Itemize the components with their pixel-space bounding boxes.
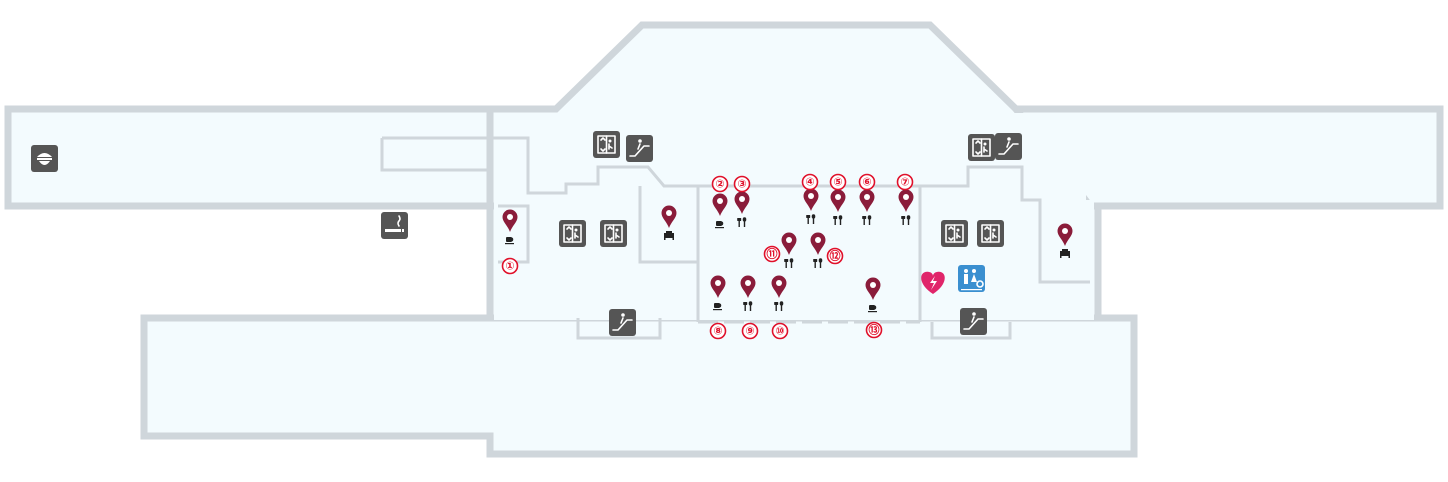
number-labels: ① ② ③ ④ ⑤ ⑥ ⑦ ⑧ ⑨ ⑩ ⑪ ⑫ ⑬: [501, 173, 914, 340]
pin-marker: [734, 191, 750, 214]
label-13: ⑬: [869, 323, 880, 337]
label-1: ①: [505, 260, 514, 273]
escalator-icon[interactable]: [960, 308, 987, 335]
shop-pin-2[interactable]: [712, 193, 728, 229]
wall-seam-covers: [12, 29, 1436, 450]
escalator-icon[interactable]: [995, 133, 1022, 160]
pin-marker: [865, 277, 881, 300]
restaurant-icon: [774, 301, 784, 311]
pin-hole: [808, 193, 814, 199]
restaurant-icon: [743, 301, 753, 311]
escalator-icon[interactable]: [626, 135, 653, 162]
restaurant-icon: [806, 214, 816, 224]
restaurant-icon: [833, 215, 843, 225]
label-8: ⑧: [713, 325, 722, 338]
cafe-icon: [505, 237, 514, 245]
shop-pin-7[interactable]: [898, 189, 914, 225]
aed-icon[interactable]: [921, 271, 945, 294]
label-3: ③: [737, 178, 746, 191]
pin-hole: [903, 194, 909, 200]
lounge-seat-icon[interactable]: [1057, 223, 1073, 258]
cafe-icon: [715, 221, 724, 229]
pin-hole: [870, 282, 876, 288]
pin-hole: [507, 214, 513, 220]
shop-pin-10[interactable]: [771, 275, 787, 312]
label-4: ④: [805, 176, 814, 189]
pin-marker: [710, 275, 726, 298]
pin-hole: [864, 194, 870, 200]
label-7: ⑦: [900, 176, 909, 189]
restaurant-icon: [784, 258, 794, 268]
shop-pin-4[interactable]: [803, 188, 819, 224]
pin-marker: [712, 193, 728, 216]
restaurant-icon: [813, 258, 823, 268]
elevator-icon[interactable]: [977, 220, 1004, 247]
interior-partitions: [380, 136, 1090, 340]
shop-pin-13[interactable]: [865, 277, 881, 313]
pin-hole: [835, 194, 841, 200]
restroom-icon[interactable]: [958, 265, 985, 292]
lounge-seat-icon[interactable]: [661, 205, 677, 240]
label-6: ⑥: [862, 176, 871, 189]
pin-hole: [717, 198, 723, 204]
elevator-icon[interactable]: [559, 220, 586, 247]
pin-marker: [859, 189, 875, 212]
pin-marker: [810, 232, 826, 255]
pin-marker: [740, 275, 756, 298]
pin-hole: [739, 196, 745, 202]
label-10: ⑩: [775, 325, 784, 338]
cafe-icon: [713, 303, 722, 311]
shop-pin-5[interactable]: [830, 189, 846, 225]
police-icon[interactable]: [31, 145, 58, 172]
label-12: ⑫: [830, 249, 841, 263]
pin-marker: [771, 275, 787, 298]
shop-pin-1[interactable]: [502, 209, 518, 245]
escalator-icon[interactable]: [609, 309, 636, 336]
pin-marker: [781, 232, 797, 255]
pin-marker: [830, 189, 846, 212]
restaurant-icon: [862, 215, 872, 225]
pin-hole: [815, 237, 821, 243]
shop-pin-8[interactable]: [710, 275, 726, 311]
restaurant-icon: [901, 215, 911, 225]
shop-pins: [502, 188, 914, 313]
pin-marker: [502, 209, 518, 232]
elevator-icon[interactable]: [600, 220, 627, 247]
shop-pin-3[interactable]: [734, 191, 750, 227]
pin-hole: [715, 280, 721, 286]
shop-pin-12[interactable]: [810, 232, 826, 269]
smoking-area-icon[interactable]: [381, 212, 408, 239]
label-5: ⑤: [833, 176, 842, 189]
shop-pin-6[interactable]: [859, 189, 875, 225]
label-2: ②: [715, 178, 724, 191]
restaurant-icon: [737, 217, 747, 227]
facility-icons: [31, 131, 1073, 336]
elevator-icon[interactable]: [941, 220, 968, 247]
label-11: ⑪: [767, 247, 778, 261]
shop-pin-9[interactable]: [740, 275, 756, 312]
pin-hole: [745, 280, 751, 286]
pin-marker: [898, 189, 914, 212]
pin-hole: [776, 280, 782, 286]
label-9: ⑨: [745, 325, 754, 338]
pin-hole: [786, 237, 792, 243]
elevator-icon[interactable]: [968, 134, 995, 161]
pin-marker: [803, 188, 819, 211]
elevator-icon[interactable]: [593, 131, 620, 158]
cafe-icon: [868, 305, 877, 313]
shop-pin-11[interactable]: [781, 232, 797, 269]
